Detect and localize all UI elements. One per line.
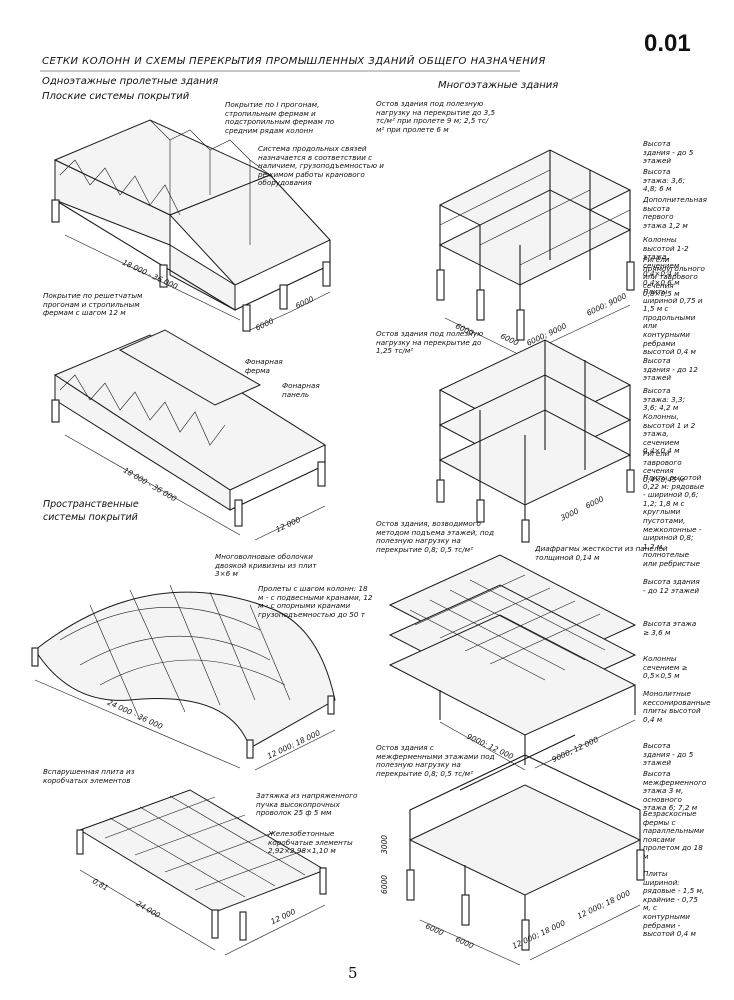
dim-d18: 3000: [380, 834, 390, 855]
heading-single-storey: Одноэтажные пролетные здания: [42, 76, 219, 87]
heading-multi-storey: Многоэтажные здания: [438, 80, 559, 91]
note-r2: Высота здания - до 5 этажей: [643, 139, 694, 166]
note-r21: Высота здания - до 5 этажей: [643, 741, 694, 768]
drawing-frame-12-storey: [436, 339, 635, 543]
note-r8: Остов здания под полезную нагрузку на пе…: [376, 329, 484, 356]
note-r17: Высота этажа ≥ 3,6 м: [643, 619, 697, 637]
note-r12: Ригели таврового сечения 0,4×0,45 м: [643, 449, 685, 484]
note-r11: Колонны, высотой 1 и 2 этажа, сечением 0…: [643, 412, 696, 456]
note-r5: Колонны высотой 1-2 этажа, сечением 0,4×…: [643, 235, 689, 287]
drawing-truss-roof-2: [51, 329, 327, 541]
heading-flat-roofs: Плоские системы покрытий: [42, 91, 190, 102]
note-n7: Пролеты с шагом колонн: 18 м - с подвесн…: [258, 584, 373, 619]
note-r19: Монолитные кессонированные плиты высотой…: [643, 689, 711, 724]
note-n4: Фонарная ферма: [245, 357, 283, 375]
note-r23: Безраскосные фермы с параллельными пояса…: [643, 809, 704, 861]
note-r14: Остов здания, возводимого методом подъем…: [376, 519, 494, 554]
note-r4: Дополнительная высота первого этажа 1,2 …: [643, 195, 707, 230]
note-r18: Колонны сечением ≥ 0,5×0,5 м: [643, 654, 688, 681]
note-n8: Вспарушенная плита из коробчатых элемент…: [43, 767, 135, 785]
drawing-truss-roof-1: [51, 119, 331, 332]
drawing-box-vault: [76, 789, 327, 956]
page-number: 5: [348, 964, 358, 982]
note-n6: Многоволновые оболочки двоякой кривизны …: [215, 552, 317, 579]
note-n2: Система продольных связей назначается в …: [258, 144, 384, 188]
note-n10: Железобетонные коробчатые элементы 2,92×…: [268, 829, 353, 856]
page-code: 0.01: [644, 30, 691, 57]
drawing-interfloor-truss: [406, 734, 645, 966]
note-r20: Остов здания с межферменными этажами под…: [376, 743, 495, 778]
note-n9: Затяжка из напряженного пучка высокопроч…: [256, 791, 358, 818]
note-n1: Покрытие по I прогонам, стропильным ферм…: [225, 100, 335, 135]
note-r7: Плиты шириной 0,75 и 1,5 м с продольными…: [643, 287, 703, 357]
note-n3: Покрытие по решетчатым прогонам и стропи…: [43, 291, 143, 318]
note-r16: Высота здания - до 12 этажей: [643, 577, 700, 595]
heading-spatial-roofs: Пространственные системы покрытий: [43, 499, 139, 523]
dim-d19: 6000: [380, 874, 390, 895]
drawing-shell-roof: [31, 584, 336, 771]
note-r22: Высота межферменного этажа 3 м, основног…: [643, 769, 707, 813]
drawing-frame-5-storey: [436, 149, 635, 356]
note-r6: Ригели прямоугольного или таврового сече…: [643, 255, 705, 299]
note-r10: Высота этажа: 3,3; 3,6; 4,2 м: [643, 386, 685, 413]
note-r3: Высота этажа: 3,6; 4,8; 6 м: [643, 167, 685, 194]
page-title: СЕТКИ КОЛОНН И СХЕМЫ ПЕРЕКРЫТИЯ ПРОМЫШЛЕ…: [42, 56, 546, 67]
note-r9: Высота здания - до 12 этажей: [643, 356, 698, 383]
drawing-lift-slab: [388, 554, 637, 771]
note-n5: Фонарная панель: [282, 381, 320, 399]
note-r24: Плиты шириной: рядовые - 1,5 м, крайние …: [643, 869, 705, 939]
note-r1: Остов здания под полезную нагрузку на пе…: [376, 99, 496, 134]
note-r15: Диафрагмы жесткости из панелей толщиной …: [535, 544, 668, 562]
note-r13: Плиты высотой 0,22 м: рядовые - шириной …: [643, 473, 705, 568]
